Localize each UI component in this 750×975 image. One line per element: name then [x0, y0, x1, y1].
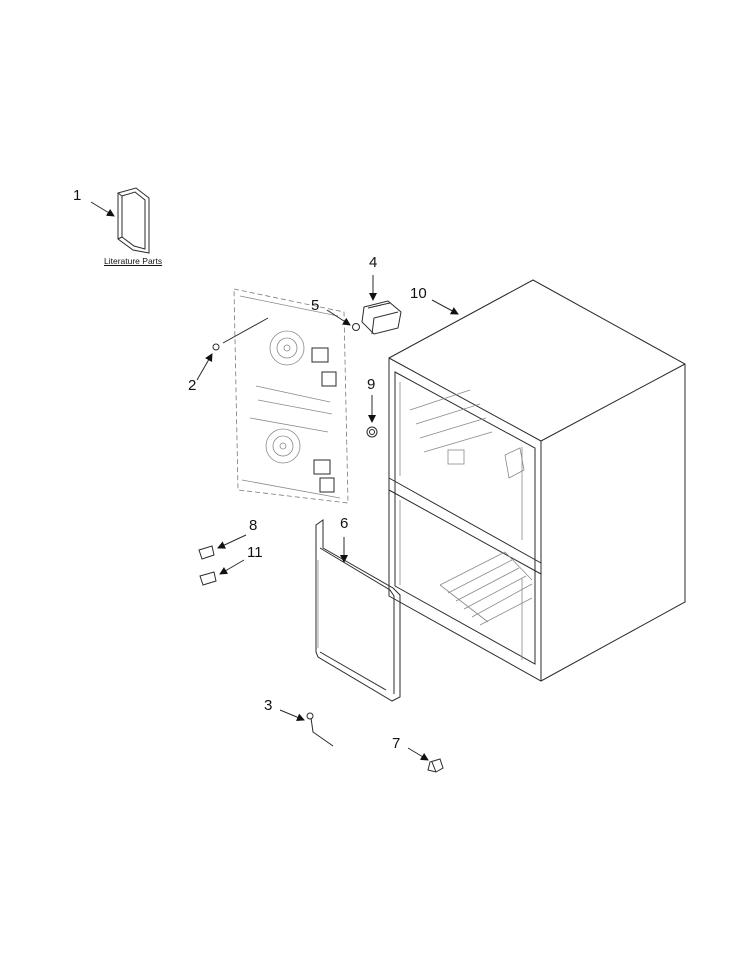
callout-4: 4 — [369, 254, 378, 271]
callout-7: 7 — [392, 735, 401, 752]
leader-arrow-11 — [219, 559, 245, 575]
rear-panel — [212, 288, 349, 504]
bracket-housing — [361, 300, 402, 335]
callout-10: 10 — [410, 285, 427, 302]
cabinet — [388, 279, 686, 682]
leader-arrow-5 — [326, 309, 351, 326]
leader-arrow-3 — [279, 709, 305, 721]
leader-arrow-1 — [90, 201, 115, 217]
callout-9: 9 — [367, 376, 376, 393]
callout-1: 1 — [73, 187, 82, 204]
callout-3: 3 — [264, 697, 273, 714]
literature-booklet — [117, 187, 150, 254]
leader-arrow-8 — [217, 534, 247, 549]
callout-11: 11 — [247, 544, 263, 561]
callout-6: 6 — [340, 515, 349, 532]
clip-part — [427, 758, 444, 773]
callout-8: 8 — [249, 517, 258, 534]
leader-arrow-7 — [407, 747, 429, 761]
leader-arrow-2 — [196, 353, 213, 381]
pin-part — [306, 712, 334, 747]
leader-arrows — [90, 201, 459, 761]
pad-part-8 — [198, 545, 215, 560]
leader-arrow-10 — [431, 299, 459, 315]
screw-part — [352, 323, 360, 331]
grommet-part — [366, 426, 378, 438]
callout-2: 2 — [188, 377, 197, 394]
frame-part — [315, 519, 401, 702]
literature-parts-label: Literature Parts — [104, 256, 163, 266]
pad-part-11 — [199, 571, 217, 586]
callout-5: 5 — [311, 297, 320, 314]
